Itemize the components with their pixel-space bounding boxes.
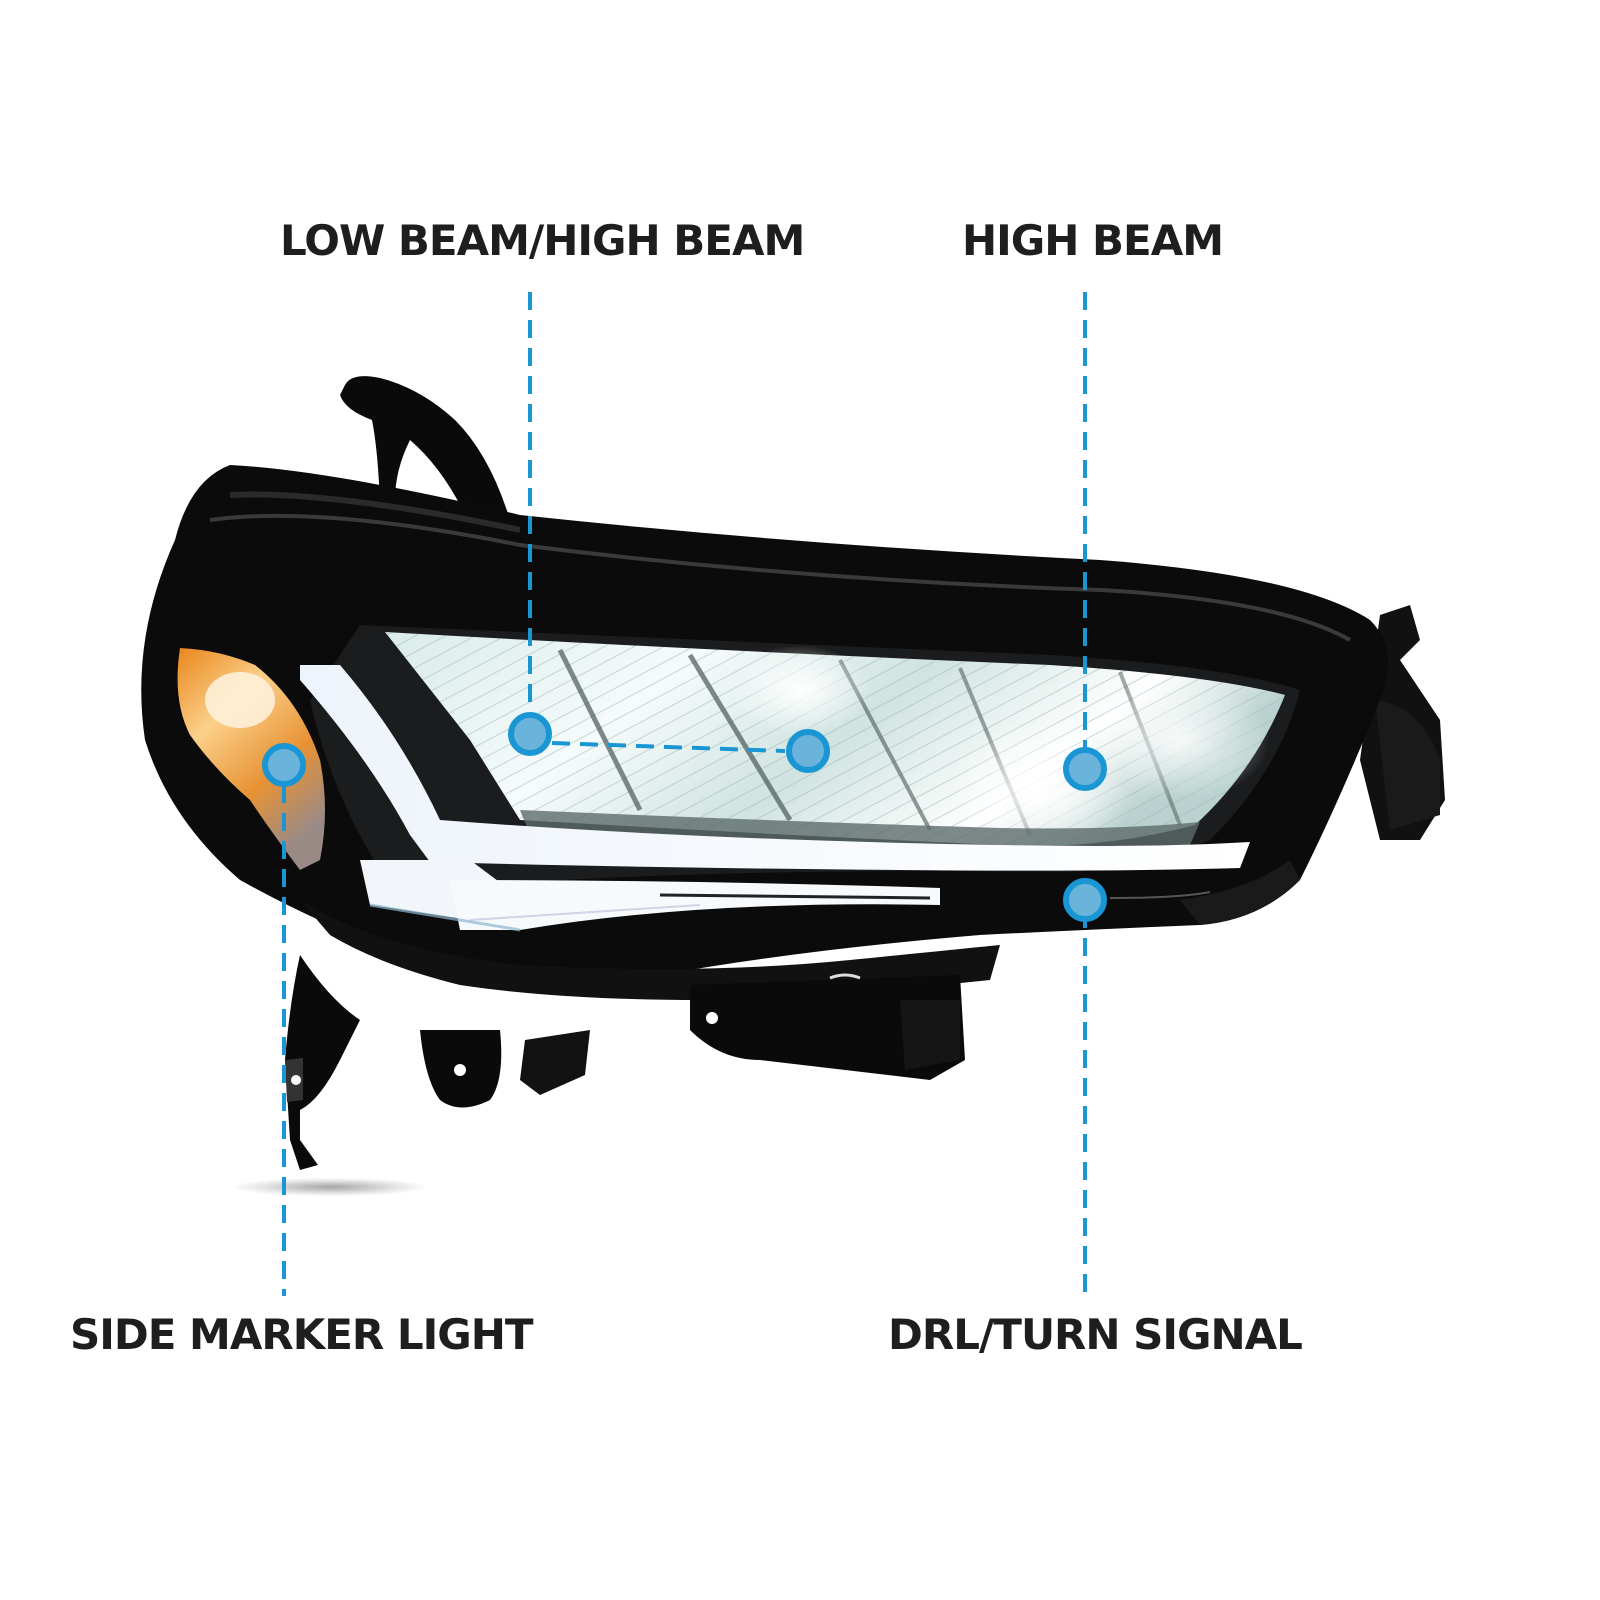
label-low-high-beam: LOW BEAM/HIGH BEAM (280, 216, 805, 265)
label-high-beam: HIGH BEAM (962, 216, 1224, 265)
label-drl-turn-signal: DRL/TURN SIGNAL (888, 1310, 1303, 1359)
label-side-marker-light: SIDE MARKER LIGHT (70, 1310, 534, 1359)
